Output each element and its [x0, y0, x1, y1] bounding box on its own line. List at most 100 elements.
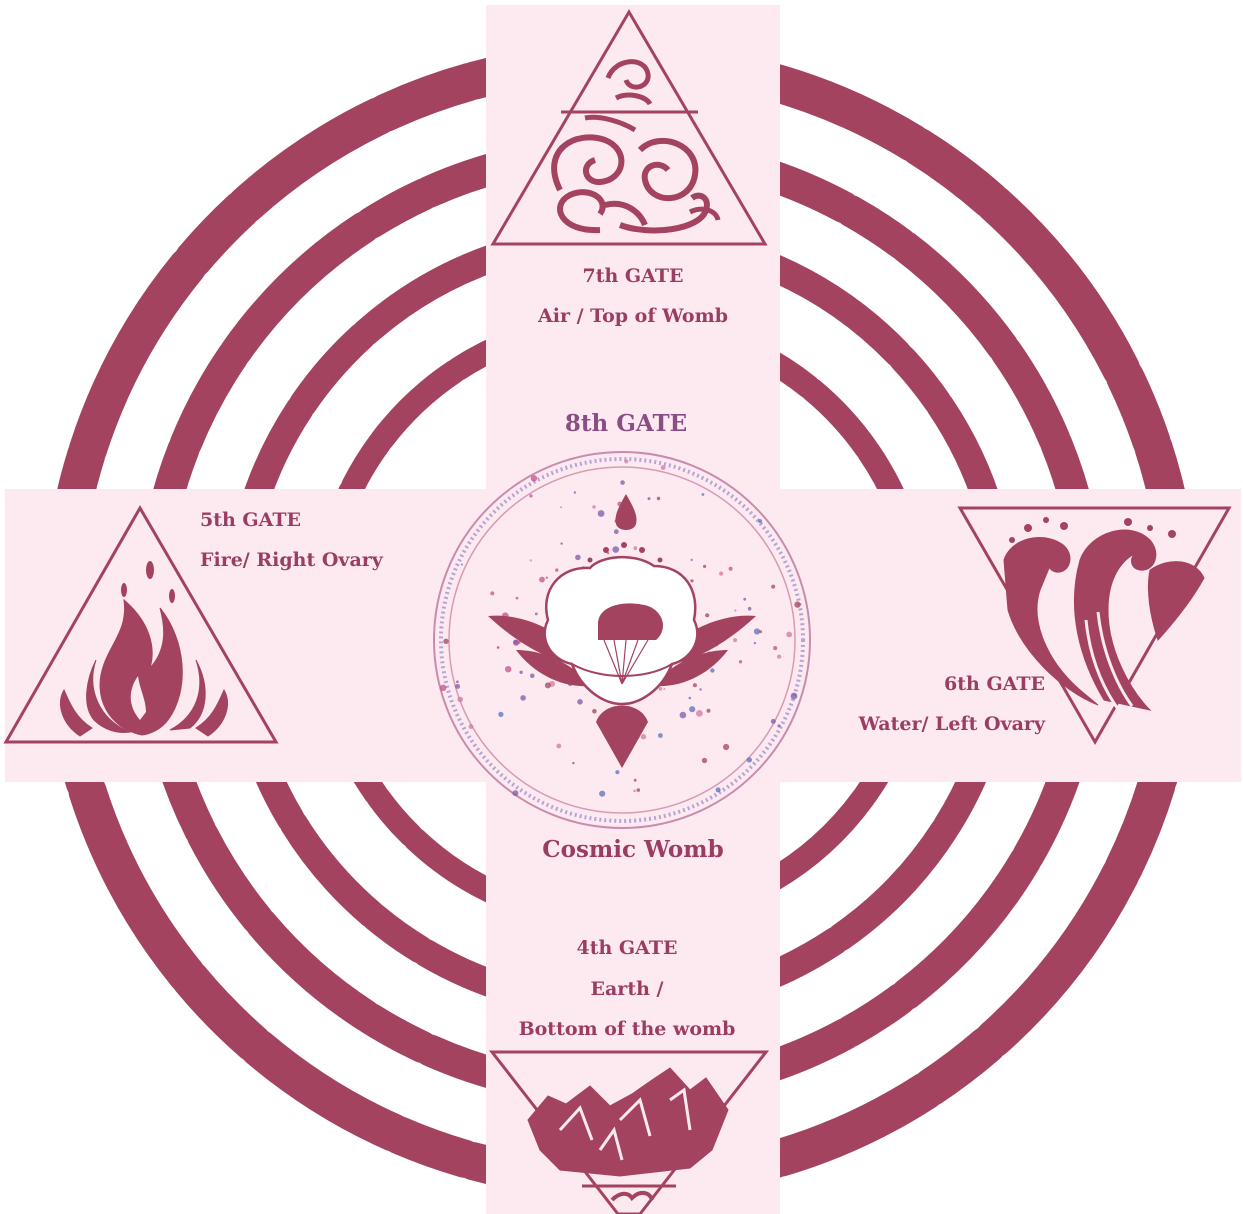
gate-4-element-line1: Earth /: [486, 978, 768, 1000]
star: [555, 568, 558, 571]
star: [733, 638, 737, 642]
star: [771, 719, 776, 724]
star: [574, 491, 576, 493]
star: [754, 642, 756, 644]
star: [771, 585, 775, 589]
star: [455, 684, 460, 689]
star: [690, 579, 693, 582]
star: [516, 597, 519, 600]
star: [734, 609, 736, 611]
star: [716, 787, 721, 792]
star: [710, 668, 714, 672]
gate-4-title: 4th GATE: [486, 937, 768, 959]
star: [440, 685, 446, 691]
star: [513, 640, 518, 645]
gate-5-element: Fire/ Right Ovary: [200, 549, 383, 571]
star: [719, 572, 723, 576]
star: [572, 762, 574, 764]
star: [530, 559, 532, 561]
star: [512, 790, 518, 796]
star: [648, 497, 651, 500]
star: [577, 699, 583, 705]
star: [612, 546, 619, 553]
star: [545, 682, 551, 688]
star: [693, 683, 697, 687]
star: [624, 459, 628, 463]
star: [786, 632, 792, 638]
star: [529, 494, 532, 497]
star: [641, 734, 646, 739]
star: [707, 709, 711, 713]
star: [560, 506, 562, 508]
star: [702, 493, 705, 496]
center-caption: Cosmic Womb: [486, 836, 780, 863]
star: [696, 710, 703, 717]
gate-8-title: 8th GATE: [486, 410, 766, 437]
star: [519, 671, 522, 674]
gate-7-element: Air / Top of Womb: [486, 305, 780, 327]
star: [723, 744, 729, 750]
fire-flame-triangle-icon: [6, 508, 276, 742]
water-wave-triangle-icon: [960, 508, 1229, 742]
star: [777, 724, 780, 727]
star: [703, 565, 706, 568]
drop-icon: [615, 494, 636, 530]
star: [699, 688, 701, 690]
star: [469, 724, 474, 729]
star: [743, 598, 746, 601]
star: [456, 681, 459, 684]
star: [689, 706, 695, 712]
star: [592, 505, 595, 508]
star: [658, 733, 663, 738]
star: [530, 674, 535, 679]
star: [615, 770, 619, 774]
star: [759, 630, 762, 633]
star: [739, 660, 742, 663]
star: [689, 697, 692, 700]
star: [702, 758, 707, 763]
cosmic-womb-medallion: [434, 452, 810, 828]
star: [457, 697, 463, 703]
earth-mountain-triangle-icon: [492, 1052, 766, 1214]
star: [575, 555, 581, 561]
star: [592, 709, 597, 714]
star: [663, 688, 665, 690]
star: [535, 613, 538, 616]
star: [556, 744, 561, 749]
star: [633, 790, 636, 793]
star: [490, 591, 494, 595]
star: [598, 510, 605, 517]
star: [634, 779, 637, 782]
star: [777, 655, 781, 659]
star: [599, 791, 605, 797]
star: [773, 646, 777, 650]
star: [614, 529, 619, 534]
star: [560, 542, 562, 544]
star: [531, 475, 537, 481]
star: [637, 788, 641, 792]
star: [546, 577, 548, 579]
star: [657, 497, 660, 500]
gate-5-title: 5th GATE: [200, 509, 301, 531]
star: [461, 564, 463, 566]
star: [680, 712, 687, 719]
star: [729, 567, 733, 571]
star: [443, 639, 448, 644]
air-swirl-triangle-icon: [493, 12, 765, 244]
star: [754, 628, 760, 634]
star: [498, 712, 503, 717]
gate-7-title: 7th GATE: [486, 265, 780, 287]
star: [691, 559, 693, 561]
star: [758, 519, 762, 523]
gate-6-title: 6th GATE: [944, 673, 1045, 695]
star: [633, 546, 637, 550]
star: [661, 465, 666, 470]
star: [791, 693, 798, 700]
star: [705, 613, 709, 617]
star: [659, 687, 663, 691]
star: [520, 695, 526, 701]
gate-4-element-line2: Bottom of the womb: [486, 1018, 768, 1040]
gate-6-element: Water/ Left Ovary: [859, 713, 1045, 735]
star: [539, 577, 545, 583]
